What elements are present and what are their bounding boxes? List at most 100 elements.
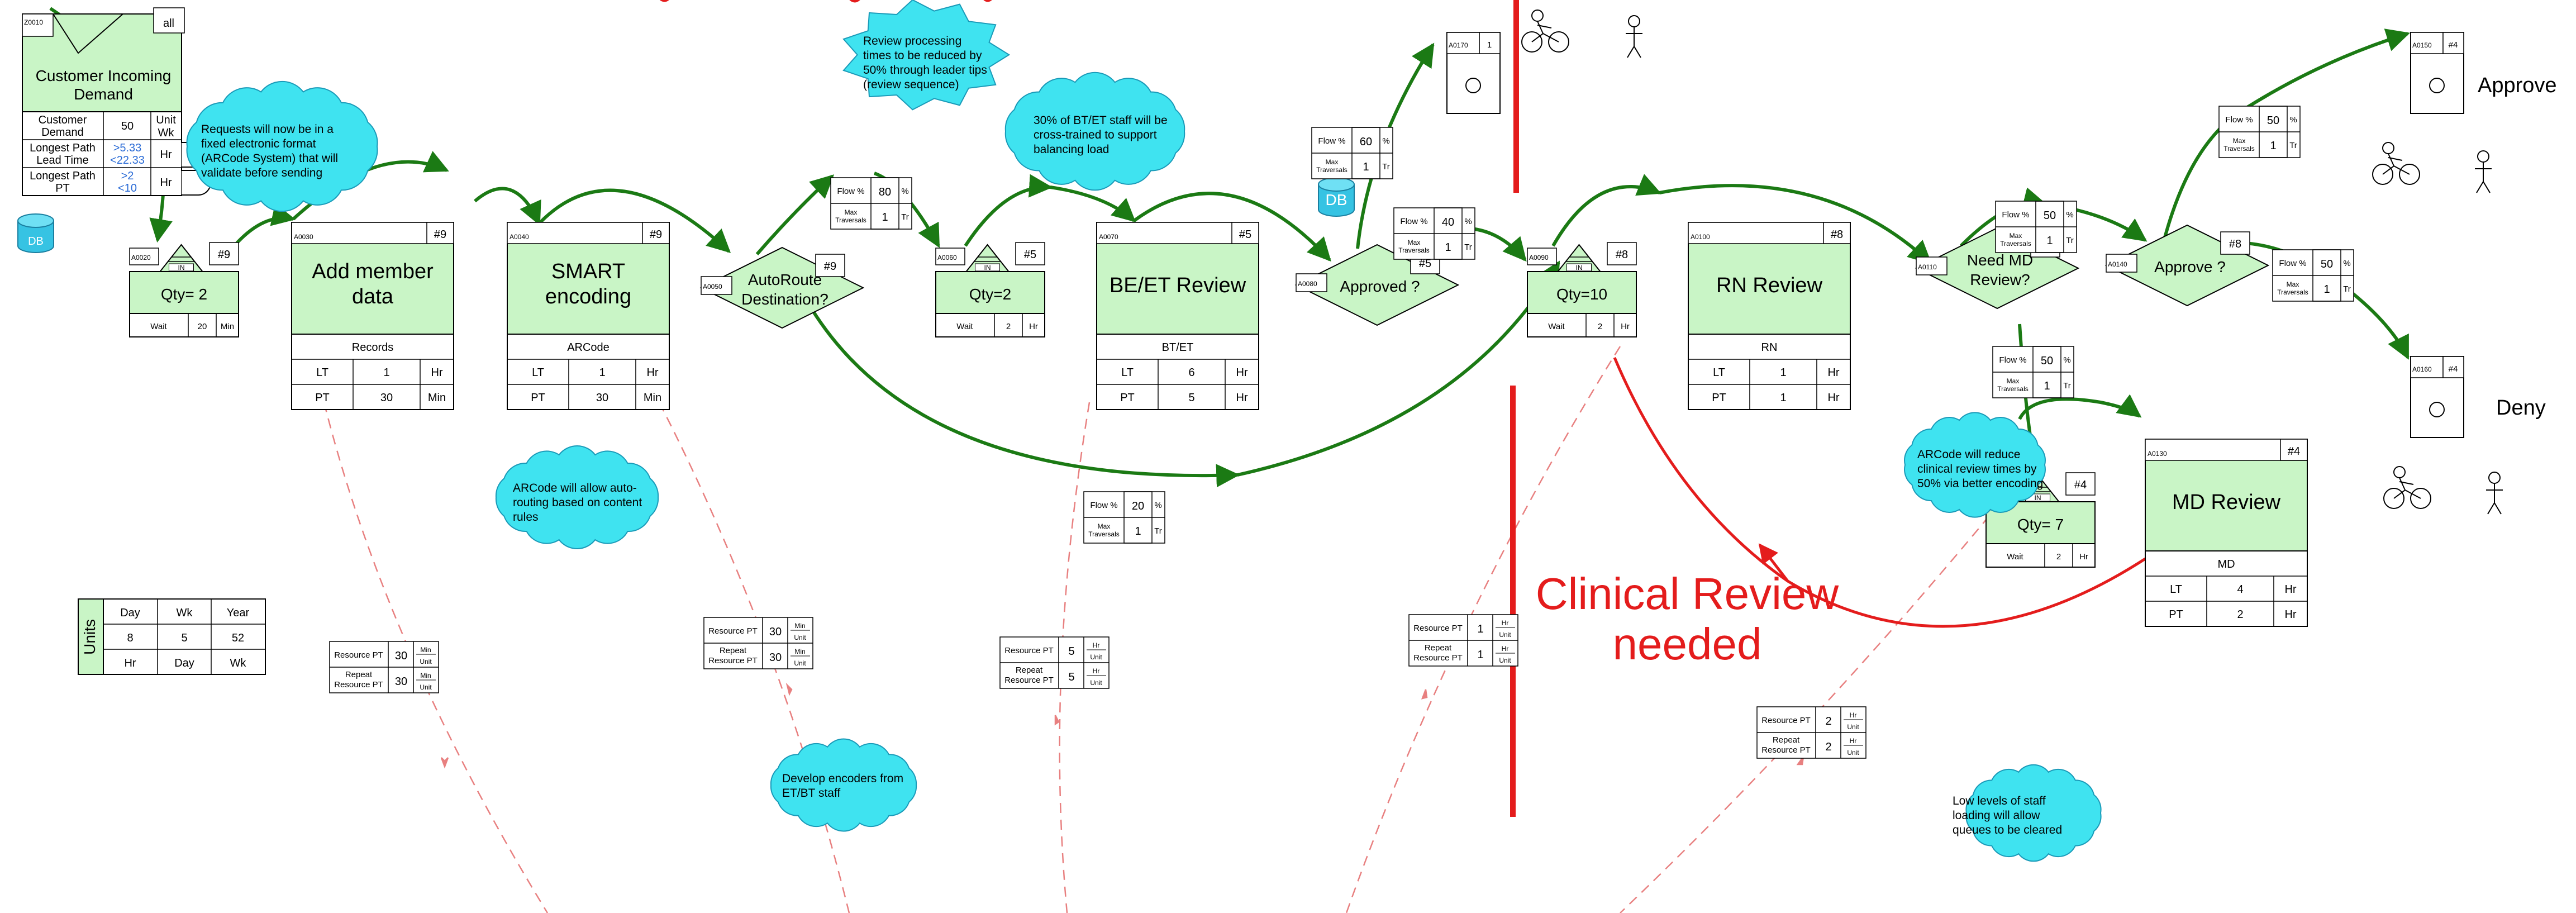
inventory-qty: Qty= 2	[161, 286, 207, 303]
max-traversal-value: 1	[882, 211, 888, 224]
end-box[interactable]: A0150#4	[2410, 32, 2464, 114]
svg-text:needed: needed	[1613, 619, 1762, 669]
process-pt-label: PT	[531, 392, 545, 404]
flow-unit: %	[2289, 115, 2297, 125]
decision-id: A0110	[1918, 263, 1937, 271]
flow-label: Flow %	[837, 187, 864, 196]
resource-pt-unit: Unit	[794, 634, 806, 641]
process-badge: #9	[434, 229, 446, 241]
flow-arrow	[806, 301, 1240, 488]
process-lt-unit: Hr	[2284, 583, 2296, 596]
inventory-wait-value: 2	[1598, 322, 1602, 331]
inventory-id: A0020	[131, 254, 151, 261]
flow-arrow	[1133, 192, 1331, 262]
process-id: A0040	[510, 233, 529, 241]
process-pt-unit: Min	[644, 392, 661, 404]
resource-link	[1345, 346, 1621, 913]
units-unit: Wk	[230, 657, 247, 669]
flow-arrow	[1050, 186, 1136, 222]
svg-text:Longest Path: Longest Path	[30, 142, 96, 154]
decision-label: Review?	[1970, 271, 2030, 288]
process-resource: ARCode	[567, 341, 610, 354]
process-title: BE/ET Review	[1110, 274, 1246, 297]
process-pt-unit: Hr	[1236, 392, 1247, 404]
in-label: IN	[178, 264, 185, 272]
resource-pt-value: 30	[395, 650, 407, 662]
decision-label: Destination?	[741, 291, 828, 308]
repeat-resource-unit: Unit	[1090, 679, 1102, 687]
process-pt-value: 30	[596, 392, 608, 404]
rework-arrow	[1613, 357, 2146, 628]
customer-row: Longest Path Lead Time >5.33 <22.33 Hr	[30, 142, 172, 167]
end-badge: #4	[2449, 364, 2458, 374]
repeat-resource-label: Resource PT	[334, 680, 383, 689]
svg-text:Clinical Review: Clinical Review	[1536, 569, 1839, 619]
svg-text:<10: <10	[118, 182, 137, 194]
svg-text:Customer: Customer	[39, 114, 87, 126]
inventory-qty: Qty=2	[969, 286, 1011, 303]
max-traversal-label: Max	[1408, 239, 1421, 246]
max-traversal-label: Max	[2287, 280, 2299, 288]
max-traversal-label: Max	[1326, 158, 1339, 166]
process-badge: #5	[1239, 229, 1251, 241]
flow-unit: %	[1464, 217, 1472, 226]
repeat-resource-label: Repeat	[1016, 665, 1043, 675]
decision-label: Approved ?	[1340, 278, 1420, 295]
inventory-wait-unit: Min	[221, 322, 234, 331]
process-pt-value: 1	[1780, 392, 1786, 404]
process-lt-value: 6	[1188, 367, 1194, 379]
repeat-resource-unit: Hr	[1502, 645, 1509, 653]
max-traversal-value: 1	[1135, 525, 1141, 538]
max-traversal-label: Traversals	[1398, 246, 1430, 254]
resource-link	[323, 402, 549, 913]
svg-text:Longest Path: Longest Path	[30, 170, 96, 182]
repeat-resource-unit: Unit	[1847, 749, 1859, 757]
units-value: 8	[127, 632, 133, 644]
max-traversal-label: Max	[2007, 377, 2020, 385]
svg-text:DB: DB	[1326, 191, 1347, 208]
repeat-resource-value: 1	[1477, 649, 1483, 661]
decision-id: A0080	[1298, 280, 1317, 288]
process-lt-label: LT	[1713, 367, 1725, 379]
process-lt-value: 1	[599, 367, 605, 379]
resource-pt-unit: Unit	[420, 658, 432, 665]
flow-unit: %	[2343, 259, 2350, 268]
max-traversal-label: Traversals	[2223, 145, 2255, 153]
process-resource: MD	[2217, 558, 2235, 570]
process-lt-unit: Hr	[1827, 367, 1839, 379]
end-box[interactable]: A0160#4	[2410, 356, 2464, 438]
units-header: Day	[120, 607, 140, 619]
max-traversal-unit: Tr	[901, 212, 909, 222]
end-badge: 1	[1487, 40, 1492, 50]
max-traversal-label: Traversals	[2000, 240, 2031, 248]
flow-value: 50	[2267, 115, 2279, 127]
max-traversal-unit: Tr	[2343, 284, 2351, 294]
repeat-resource-unit: Unit	[420, 683, 432, 691]
process-title: SMART	[551, 260, 625, 283]
flow-unit: %	[2063, 355, 2070, 365]
end-circle-icon	[2429, 402, 2445, 417]
decision-id: A0050	[703, 283, 722, 291]
inventory-wait-value: 2	[1006, 322, 1011, 331]
person-icon	[1626, 15, 1642, 58]
resource-pt-value: 2	[1825, 715, 1831, 727]
flow-arrow	[755, 174, 835, 255]
cyclist-icon	[1521, 9, 1569, 53]
